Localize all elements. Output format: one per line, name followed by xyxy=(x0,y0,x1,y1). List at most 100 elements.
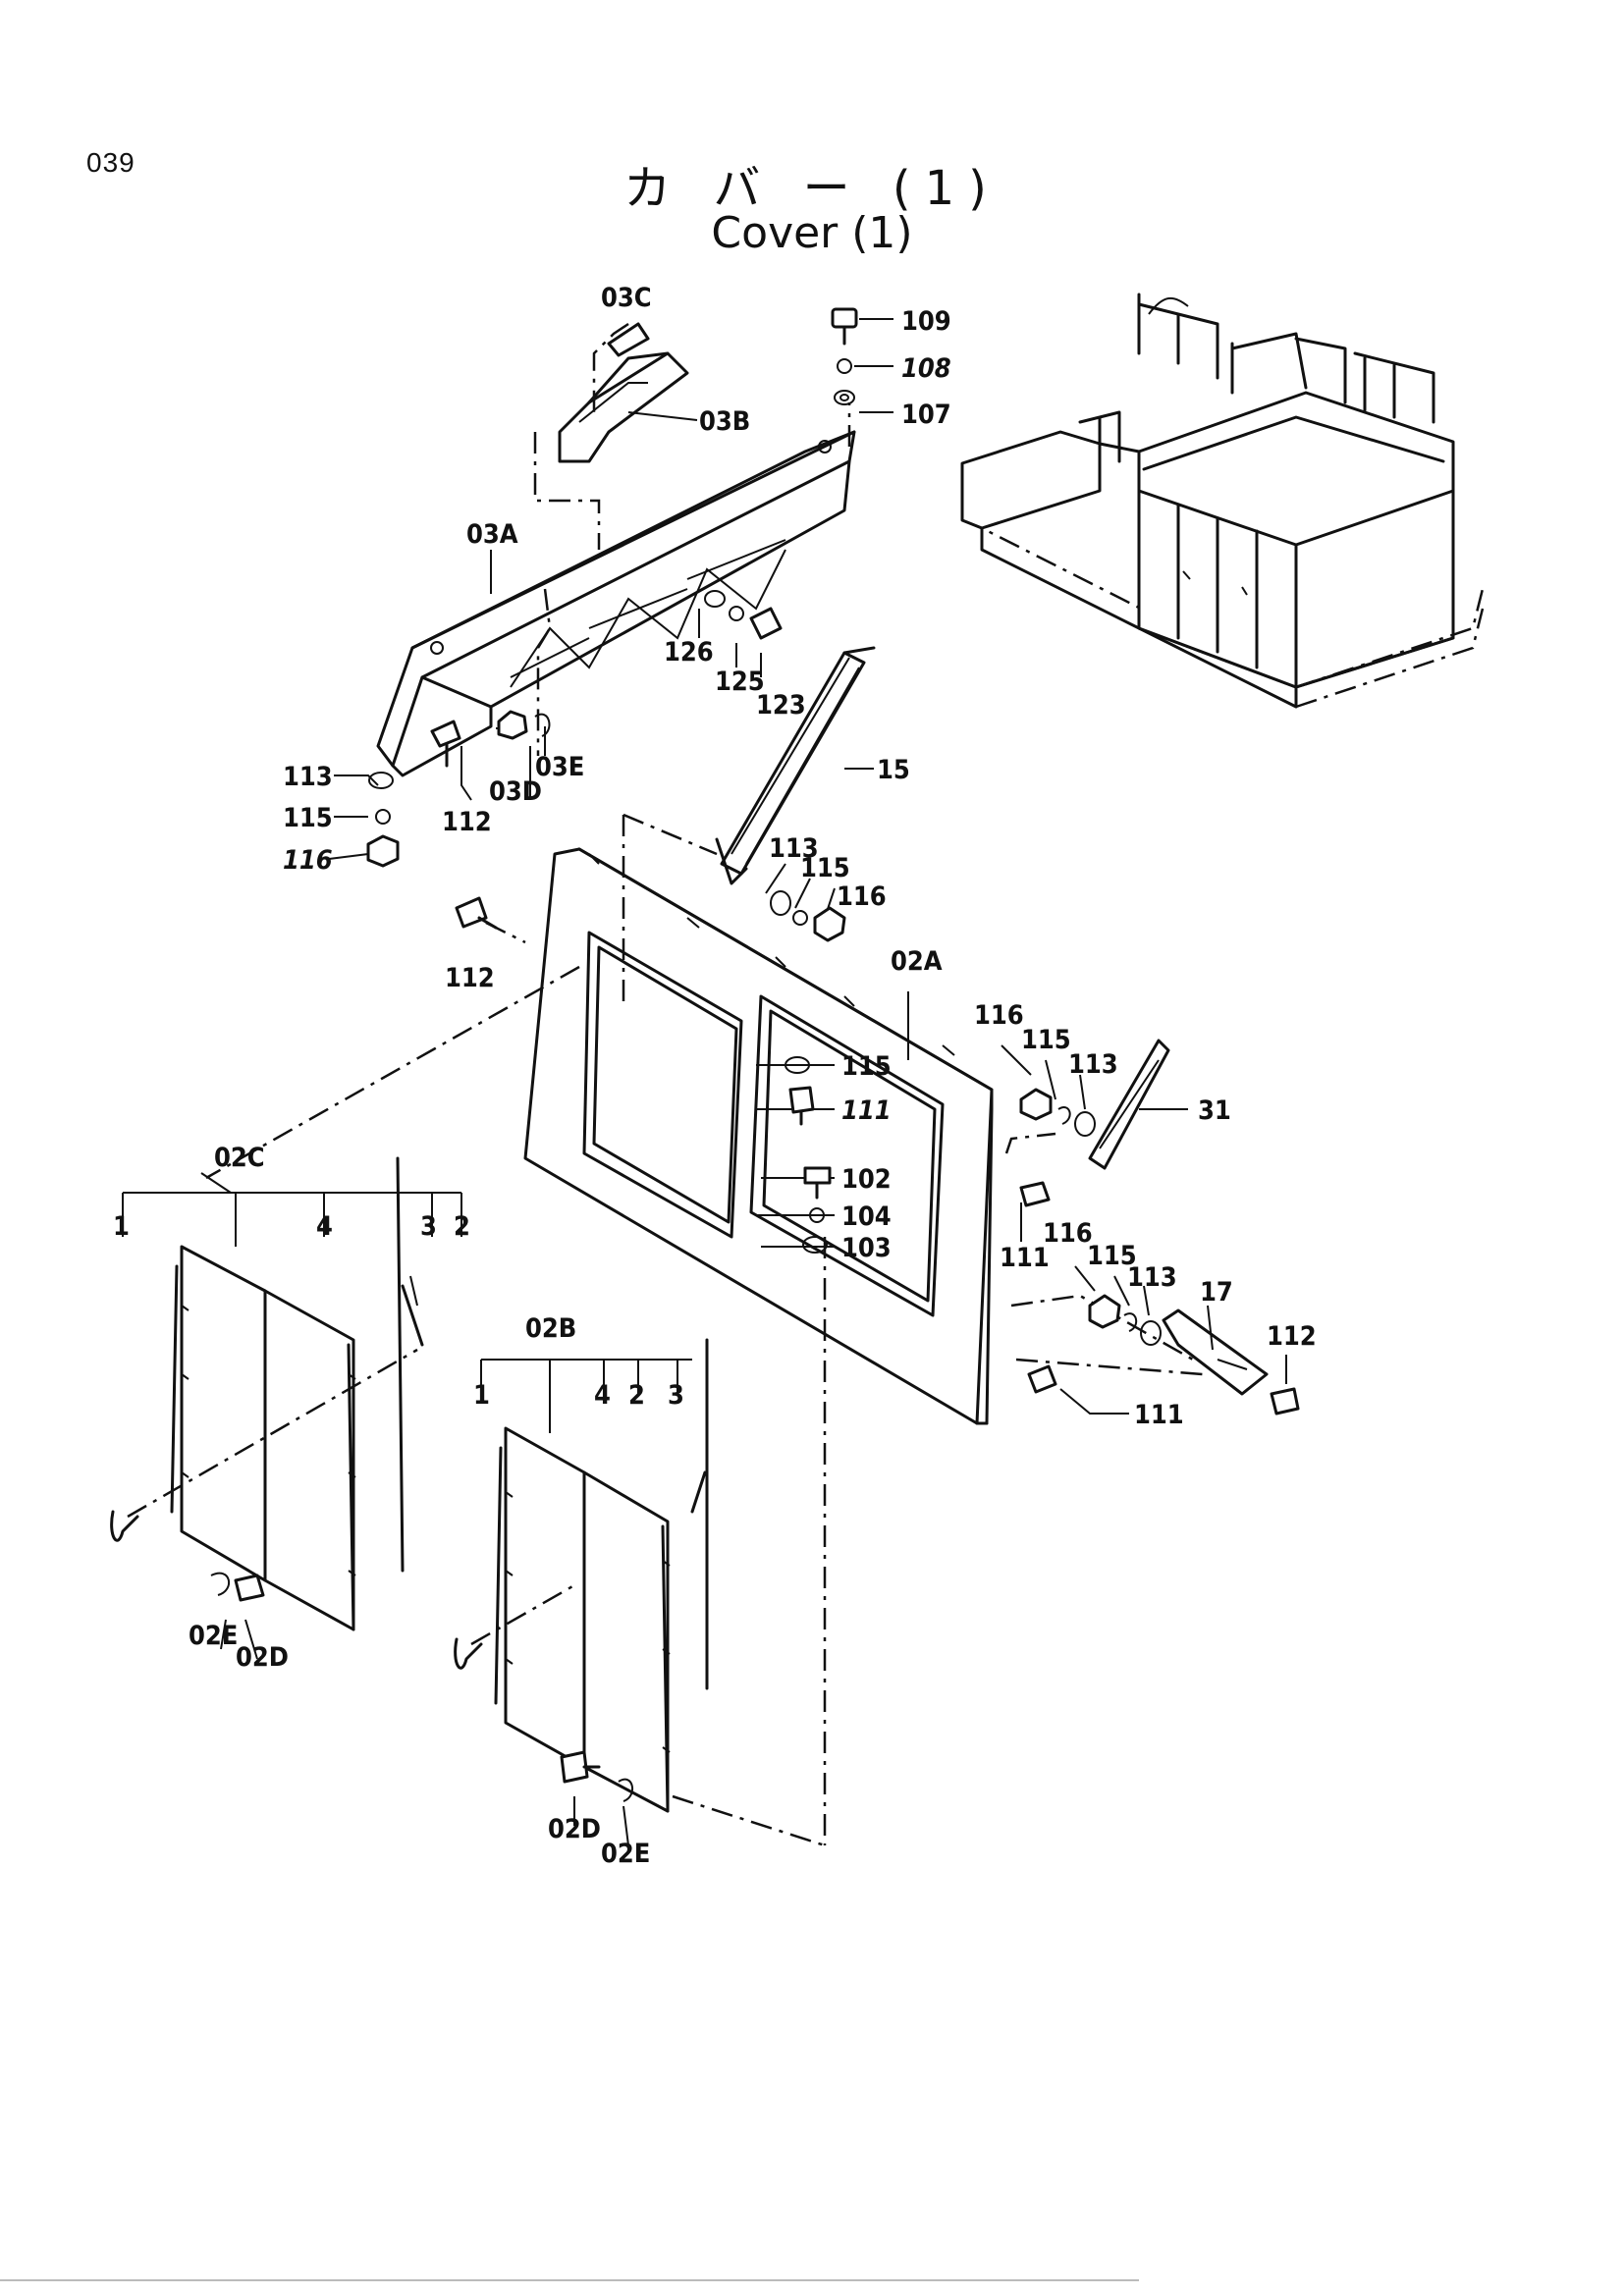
page-number: 039 xyxy=(86,147,135,178)
callout-116-right: 116 xyxy=(974,1000,1024,1031)
callout-112-right: 112 xyxy=(1267,1321,1317,1352)
bolt-112-right-icon xyxy=(1270,1387,1300,1415)
callout-31: 31 xyxy=(1198,1095,1231,1126)
part-02B-door xyxy=(454,1338,709,1813)
callout-112-mid: 112 xyxy=(445,963,495,993)
callout-104: 104 xyxy=(841,1201,892,1232)
title-japanese: カ バ ー (1) xyxy=(623,161,1001,216)
callout-103: 103 xyxy=(841,1233,892,1263)
part-03B-bracket xyxy=(558,351,689,463)
callout-111-mid: 111 xyxy=(1000,1243,1050,1273)
clip-02E-left-icon xyxy=(210,1572,231,1596)
callout-113-right: 113 xyxy=(1068,1049,1118,1080)
bolt-123-icon xyxy=(749,607,783,640)
callout-123: 123 xyxy=(756,690,806,721)
leader-lines xyxy=(122,318,1287,1846)
nut-116-lower-icon xyxy=(1088,1294,1121,1329)
callout-02E-center: 02E xyxy=(601,1839,650,1869)
machine-overview-illustration xyxy=(960,293,1485,709)
washer-103-icon xyxy=(802,1236,828,1254)
callout-126: 126 xyxy=(664,637,714,667)
spring-washer-115-lower-icon xyxy=(1123,1312,1138,1332)
callout-03D: 03D xyxy=(489,776,542,807)
bolt-102-icon xyxy=(803,1166,832,1200)
washer-126-icon xyxy=(704,590,726,608)
part-15-strut xyxy=(715,646,876,885)
callout-02A: 02A xyxy=(891,946,943,977)
spring-washer-115-right-icon xyxy=(1057,1106,1071,1125)
callout-02C-3: 3 xyxy=(420,1211,437,1242)
callout-113-lower: 113 xyxy=(1127,1262,1177,1293)
bolt-112-mid-icon xyxy=(455,896,498,930)
bolt-109-icon xyxy=(831,307,858,346)
callout-03C: 03C xyxy=(601,283,652,313)
callout-02C-2: 2 xyxy=(454,1211,470,1242)
callout-115-frame: 115 xyxy=(841,1051,892,1082)
callout-115-top: 115 xyxy=(283,803,333,833)
callout-111-upper: 111 xyxy=(841,1095,892,1126)
callout-02B-1: 1 xyxy=(473,1380,490,1411)
callout-116-lower: 116 xyxy=(1043,1218,1093,1249)
spring-washer-104-icon xyxy=(809,1207,825,1223)
title-english: Cover (1) xyxy=(711,208,913,258)
callout-107: 107 xyxy=(901,400,951,430)
bolt-03C-icon xyxy=(607,322,650,357)
clip-02E-center-icon xyxy=(618,1778,633,1802)
part-02A-frame xyxy=(523,847,994,1425)
callout-115-right: 115 xyxy=(1021,1025,1071,1055)
callout-labels: 03C 03B 03A 109 108 107 126 125 123 03D … xyxy=(113,283,1317,1869)
nut-116-top-icon xyxy=(366,834,400,868)
bolt-02D-center-icon xyxy=(560,1750,601,1784)
callout-116-mid: 116 xyxy=(837,881,887,912)
callout-15: 15 xyxy=(877,755,910,785)
part-17-bracket xyxy=(1162,1308,1269,1396)
washer-113-top-icon xyxy=(368,772,394,789)
hardware xyxy=(210,307,1300,1802)
callout-112-top: 112 xyxy=(442,807,492,837)
washer-107-icon xyxy=(834,390,855,405)
callout-17: 17 xyxy=(1200,1277,1233,1308)
bolt-02D-left-icon xyxy=(234,1574,265,1602)
callout-02C-1: 1 xyxy=(113,1211,130,1242)
callout-02B-3: 3 xyxy=(668,1380,684,1411)
bottom-rule xyxy=(0,2279,1139,2281)
nut-116-mid-icon xyxy=(813,906,846,942)
callout-02B-2: 2 xyxy=(628,1380,645,1411)
callout-02B-4: 4 xyxy=(594,1380,611,1411)
spring-washer-108-icon xyxy=(837,358,852,374)
bolt-112-top-icon xyxy=(430,720,461,768)
part-31-bracket xyxy=(1088,1039,1170,1170)
washer-113-mid-icon xyxy=(770,890,791,916)
callout-115-lower: 115 xyxy=(1087,1241,1137,1271)
washer-113-right-icon xyxy=(1074,1111,1096,1137)
nut-03D-icon xyxy=(497,710,528,740)
callout-03E: 03E xyxy=(535,752,584,782)
callout-102: 102 xyxy=(841,1164,892,1195)
callout-02C-4: 4 xyxy=(316,1211,333,1242)
spring-washer-115-mid-icon xyxy=(792,910,808,926)
part-02C-door xyxy=(110,1156,424,1631)
callout-109: 109 xyxy=(901,306,951,337)
bolt-111-right-icon xyxy=(1019,1181,1051,1207)
bolt-111-lower-icon xyxy=(1027,1364,1057,1394)
callout-111-lower: 111 xyxy=(1134,1400,1184,1430)
assembly-lines xyxy=(127,322,1204,1847)
callout-113-top: 113 xyxy=(283,762,333,792)
callout-03A: 03A xyxy=(466,519,518,550)
callout-02B: 02B xyxy=(525,1313,576,1344)
callout-116-top: 116 xyxy=(283,845,333,876)
spring-washer-125-icon xyxy=(729,606,744,621)
callout-03B: 03B xyxy=(699,406,750,437)
spring-washer-115-top-icon xyxy=(375,809,391,825)
callout-02D-center: 02D xyxy=(548,1814,601,1844)
bolt-111-upper-icon xyxy=(788,1086,815,1126)
callout-02E-left: 02E xyxy=(189,1621,238,1651)
callout-113-mid: 113 xyxy=(769,833,819,864)
callout-125: 125 xyxy=(715,667,765,697)
washer-115-right-icon xyxy=(785,1056,810,1074)
callout-108: 108 xyxy=(901,353,951,384)
nut-116-right-icon xyxy=(1019,1088,1053,1121)
callout-02C: 02C xyxy=(214,1143,265,1173)
callout-02D-left: 02D xyxy=(236,1642,289,1673)
